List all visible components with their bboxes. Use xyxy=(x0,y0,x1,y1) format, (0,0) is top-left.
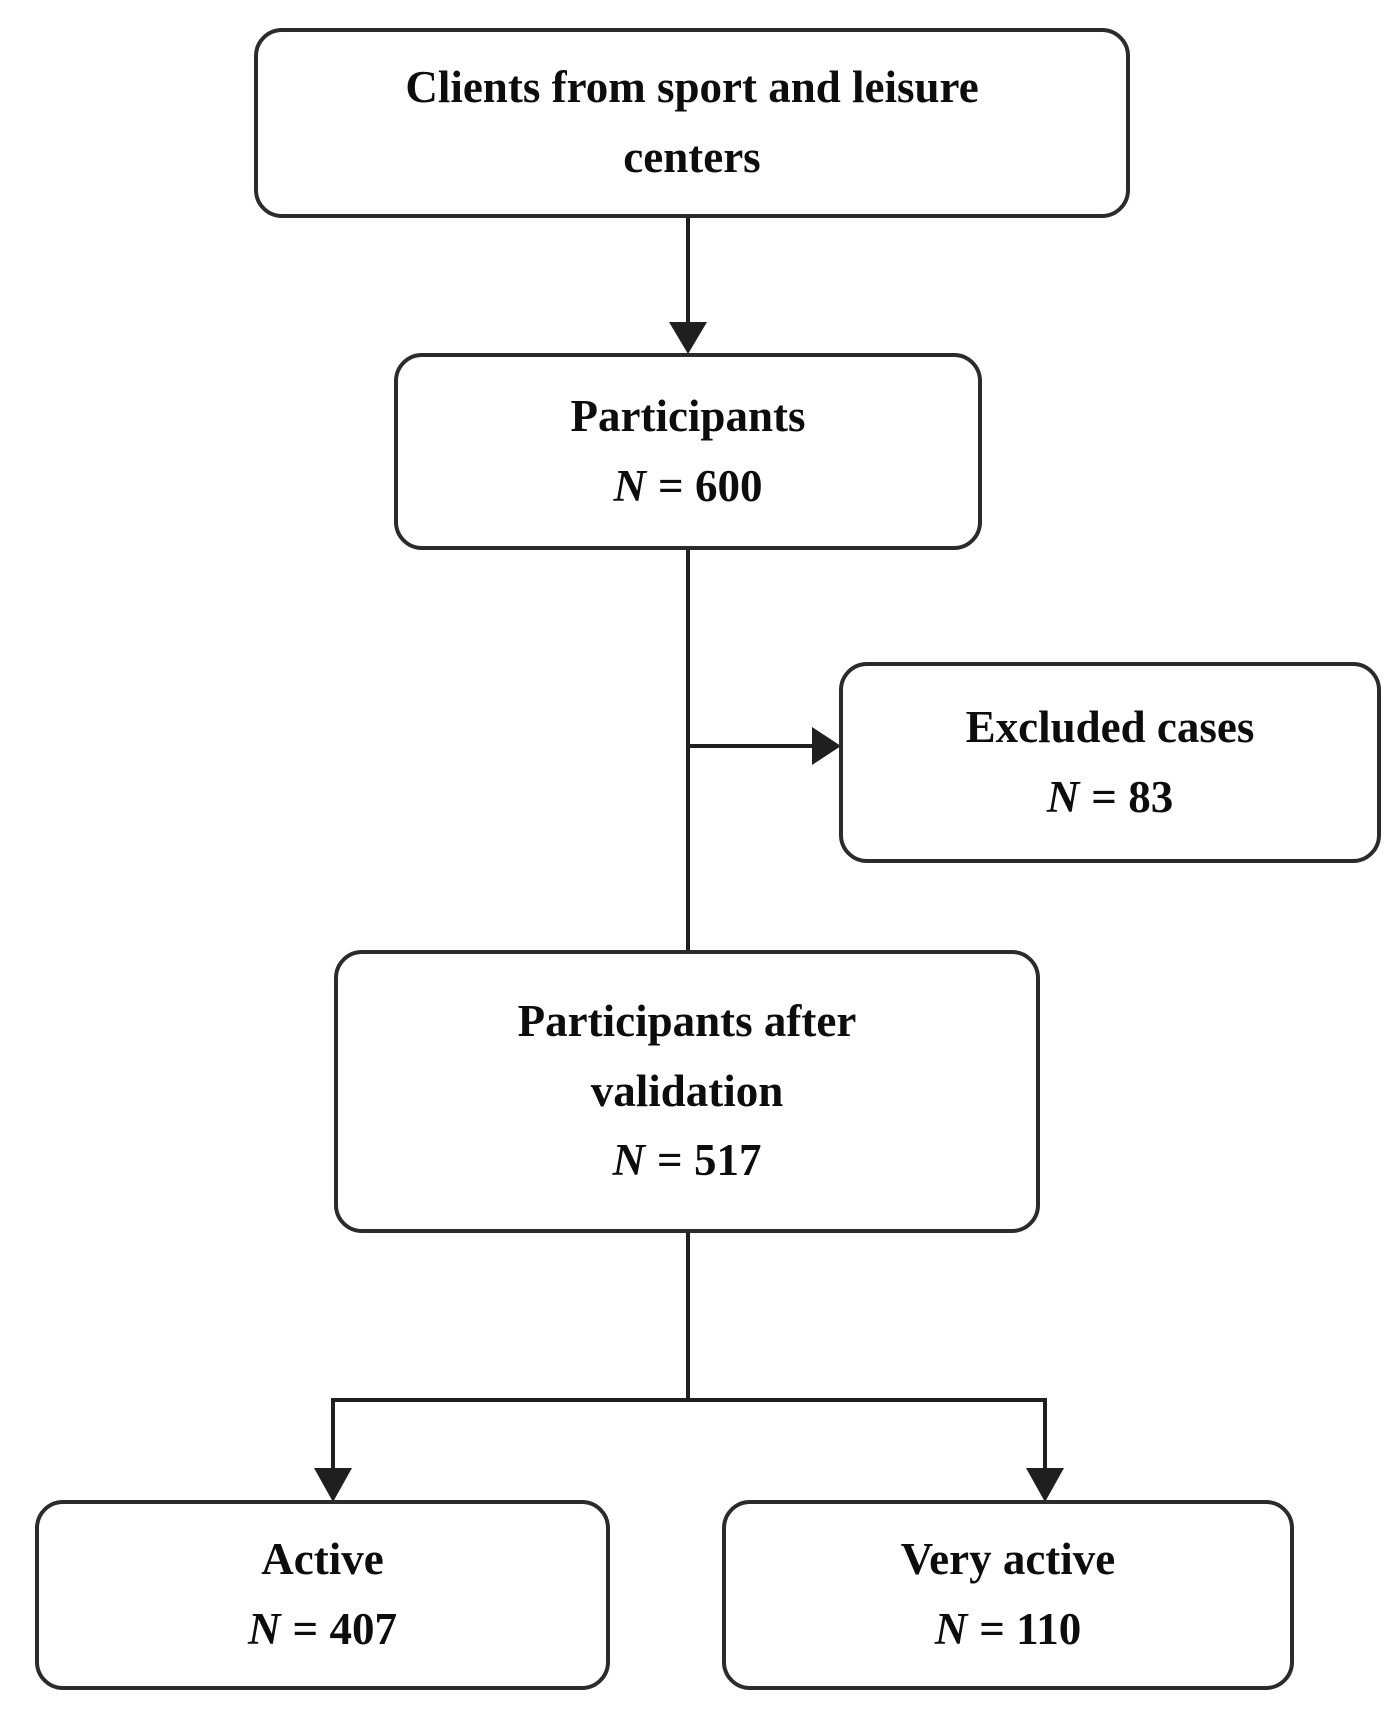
n-symbol: N xyxy=(612,1135,646,1186)
node-text-line: Participants after xyxy=(517,995,857,1046)
n-symbol: N xyxy=(613,460,647,511)
n-value: = 517 xyxy=(657,1135,762,1186)
flow-node-active: Active N= 407 xyxy=(35,1500,610,1690)
n-value: = 110 xyxy=(979,1604,1082,1654)
node-n-count: N= 110 xyxy=(935,1595,1081,1665)
n-symbol: N xyxy=(248,1604,281,1654)
node-n-count: N= 407 xyxy=(248,1595,397,1665)
node-n-count: N= 83 xyxy=(1047,763,1173,833)
n-value: = 407 xyxy=(292,1604,397,1654)
node-title: Very active xyxy=(900,1534,1116,1585)
arrow-branch-to-very-active xyxy=(1026,1398,1064,1502)
node-text-line: Clients from sport and leisure xyxy=(405,62,979,113)
arrow-clients-to-participants xyxy=(669,216,707,354)
n-value: = 600 xyxy=(658,460,763,511)
n-symbol: N xyxy=(934,1604,968,1654)
arrow-branch-to-active xyxy=(314,1398,352,1502)
node-text-line: centers xyxy=(623,132,761,182)
flow-node-clients: Clients from sport and leisure centers xyxy=(254,28,1130,218)
flow-node-participants: Participants N= 600 xyxy=(394,353,982,550)
n-value: = 83 xyxy=(1091,771,1174,822)
n-symbol: N xyxy=(1046,771,1080,822)
flow-node-excluded-cases: Excluded cases N= 83 xyxy=(839,662,1381,863)
node-text-line: validation xyxy=(590,1065,784,1116)
flow-node-participants-after-validation: Participants after validation N= 517 xyxy=(334,950,1040,1233)
arrow-participants-to-excluded xyxy=(686,727,841,765)
node-title: Participants xyxy=(570,390,806,441)
node-title: Active xyxy=(261,1534,384,1585)
line-validation-to-branch xyxy=(331,1231,1047,1402)
node-n-count: N= 600 xyxy=(614,452,763,522)
flow-node-very-active: Very active N= 110 xyxy=(722,1500,1294,1690)
node-title: Excluded cases xyxy=(965,701,1255,752)
node-n-count: N= 517 xyxy=(613,1126,762,1196)
